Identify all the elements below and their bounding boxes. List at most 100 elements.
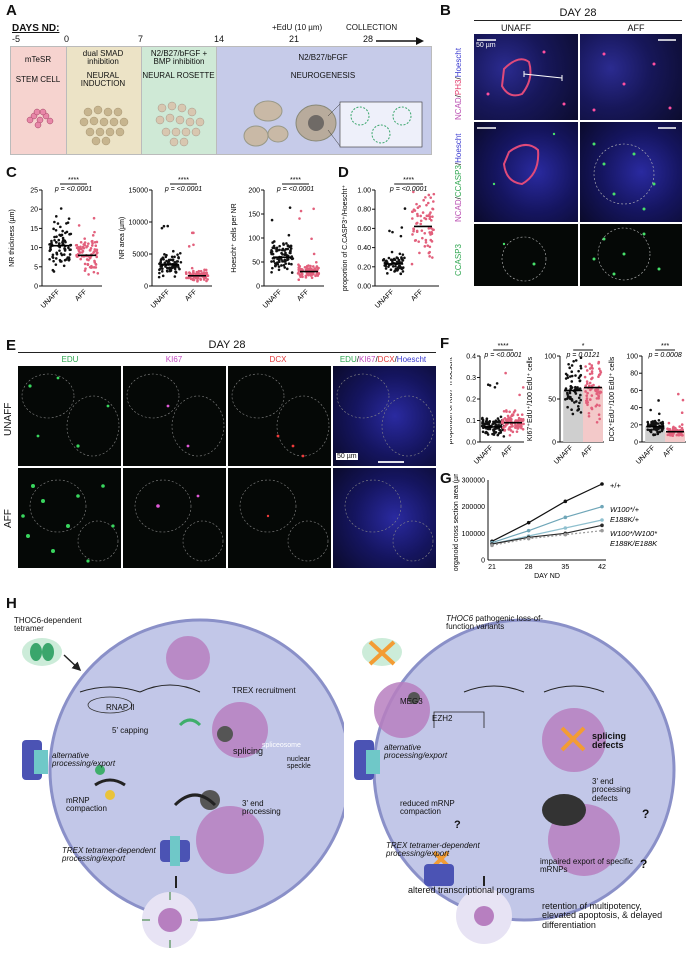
data-point [577, 369, 580, 373]
data-point [657, 419, 661, 422]
data-point [421, 211, 425, 214]
data-point [502, 409, 506, 413]
series-point [600, 528, 604, 533]
data-point [672, 425, 675, 429]
data-point [429, 196, 433, 199]
stage-name-3: NEUROGENESIS [290, 71, 356, 80]
row2-hoescht: Hoescht [454, 133, 463, 163]
data-point [275, 249, 278, 253]
data-point [190, 266, 194, 270]
data-point [387, 265, 390, 268]
data-point [175, 260, 179, 263]
data-point [162, 257, 165, 261]
panel-e-ch-ki67: KI67 [165, 355, 183, 364]
row3-ccasp3: CCASP3 [454, 243, 463, 276]
data-point [197, 269, 201, 273]
data-point [277, 265, 281, 268]
stage-name-0: STEM CELL [15, 75, 61, 84]
data-point [184, 271, 188, 274]
data-point [413, 239, 417, 242]
h-right-impaired: impaired export of specific mRNPs [540, 857, 633, 875]
data-point [280, 264, 283, 267]
data-point [484, 431, 487, 435]
h-left-speckle: nuclear speckle [287, 756, 311, 771]
data-point [68, 244, 72, 247]
data-point [395, 260, 399, 264]
sig-stars: **** [498, 343, 509, 350]
panel-e-row-aff: AFF [2, 468, 16, 568]
y-tick-label: 40 [630, 405, 638, 412]
micro-e-unaff-edu [18, 366, 121, 466]
h-right-retention: retention of multipotency, elevated apop… [542, 901, 663, 930]
data-point [577, 376, 581, 380]
data-point [270, 218, 274, 222]
data-point [411, 233, 414, 236]
data-point [388, 229, 391, 233]
x-tick-label: UNAFF [635, 444, 656, 465]
data-point [390, 250, 394, 254]
merged-ki67: KI67 [358, 355, 376, 364]
data-point [164, 255, 168, 259]
data-point [290, 271, 294, 274]
data-point [271, 246, 275, 250]
data-point [657, 399, 660, 402]
data-point [486, 427, 490, 431]
data-point [503, 416, 507, 420]
data-point [681, 398, 685, 402]
data-point [480, 417, 484, 421]
data-point [296, 272, 300, 275]
data-point [566, 397, 569, 400]
y-tick-label: 5000 [132, 252, 148, 259]
data-point [595, 392, 599, 396]
x-tick-label: 28 [525, 564, 533, 571]
data-point [314, 274, 317, 278]
data-point [578, 379, 582, 383]
data-point [53, 235, 56, 239]
data-point [53, 220, 56, 224]
data-point [55, 240, 58, 244]
data-point [486, 383, 490, 387]
stage-media-0: mTeSR [24, 55, 52, 64]
merged-hoescht: Hoescht [396, 355, 427, 364]
x-tick-label: UNAFF [150, 288, 171, 309]
data-point [284, 262, 287, 265]
data-point [589, 388, 592, 392]
data-point [502, 435, 506, 438]
data-point [585, 369, 589, 372]
h-right-meg3: MEG3 [400, 697, 423, 706]
data-point [508, 410, 511, 414]
panel-label-c: C [6, 164, 17, 181]
data-point [92, 270, 96, 274]
data-point [274, 264, 277, 268]
y-tick-label: 0.3 [466, 375, 476, 382]
data-point [481, 430, 485, 434]
data-point [195, 270, 199, 274]
data-point [81, 245, 85, 249]
data-point [655, 428, 658, 432]
y-tick-label: 0 [634, 440, 638, 447]
h-right-title-rest: pathogenic loss-of-function variants [446, 614, 543, 632]
data-point [599, 390, 603, 394]
p-value: p = 0.0121 [565, 352, 599, 359]
data-point [504, 371, 507, 375]
data-point [93, 261, 97, 264]
data-point [428, 255, 431, 258]
data-point [87, 273, 90, 276]
data-point [315, 260, 318, 264]
panel-label-a: A [6, 2, 17, 19]
data-point [75, 255, 79, 258]
day-tick-4: 21 [289, 34, 300, 44]
panel-e-ch-dcx: DCX [269, 355, 287, 364]
x-tick-label: AFF [296, 288, 310, 302]
data-point [278, 248, 281, 252]
data-point [578, 401, 581, 405]
data-point [51, 253, 55, 257]
data-point [419, 219, 423, 223]
data-point [166, 270, 169, 273]
sig-stars: **** [403, 177, 414, 184]
data-point [58, 242, 61, 245]
day-tick-0: -5 [12, 34, 21, 44]
data-point [597, 394, 600, 397]
data-point [385, 259, 388, 263]
data-point [89, 247, 93, 250]
